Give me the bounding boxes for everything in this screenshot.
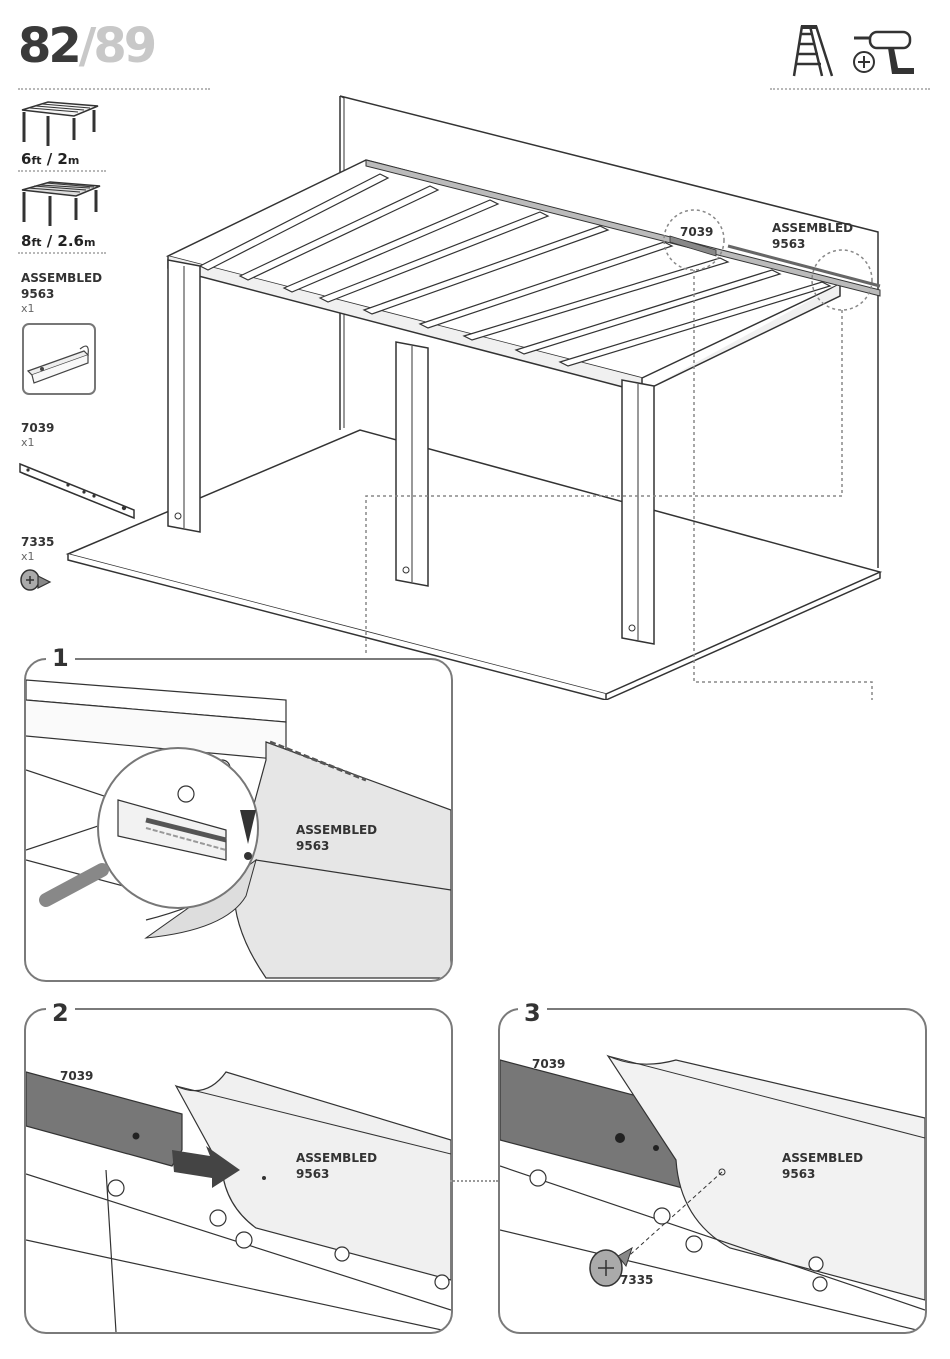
step-3-number: 3 <box>518 1000 547 1026</box>
step-2-assembled-label: ASSEMBLED 9563 <box>296 1150 377 1182</box>
step-connector <box>450 1180 498 1182</box>
step-3-part-7039: 7039 <box>532 1056 565 1072</box>
page-total: 89 <box>93 18 154 74</box>
page-current: 82 <box>18 18 79 74</box>
callout-assembled-9563: ASSEMBLED 9563 <box>772 220 853 252</box>
callout-7039: 7039 <box>680 224 713 240</box>
page-separator: / <box>79 18 94 74</box>
step-3-screw-7335: 7335 <box>620 1272 653 1288</box>
part-7039: 7039 x1 <box>21 420 54 450</box>
screw-icon <box>20 568 52 594</box>
step-2-panel <box>24 1008 453 1334</box>
ladder-icon <box>790 24 836 78</box>
step-2-number: 2 <box>46 1000 75 1026</box>
step-2-part-7039: 7039 <box>60 1068 93 1084</box>
step-1-panel <box>24 658 453 982</box>
drill-icon <box>848 24 918 76</box>
step-1-assembled-label: ASSEMBLED 9563 <box>296 822 377 854</box>
main-pergola-diagram <box>60 90 890 700</box>
part-7335: 7335 x1 <box>21 534 54 564</box>
step-1-number: 1 <box>46 645 75 671</box>
step-3-assembled-label: ASSEMBLED 9563 <box>782 1150 863 1182</box>
page-number: 82/89 <box>18 22 154 70</box>
